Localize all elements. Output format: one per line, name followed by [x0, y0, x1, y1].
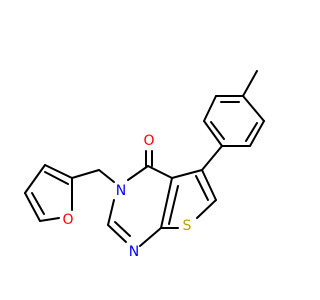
bond-n3-c4: [127, 165, 149, 181]
bond-c2-n3: [107, 199, 115, 226]
bond-furan-c5-o: [39, 217, 60, 222]
bond-furan-c2-c3: [44, 164, 73, 179]
bond-aryl-link: [201, 145, 223, 171]
bond-n1-c2: [107, 224, 127, 243]
atom-furan-oxygen: O: [62, 212, 73, 228]
atom-thiophene-sulfur: S: [183, 218, 192, 234]
bond-tolyl-2-inner: [245, 122, 258, 142]
atom-ring-nitrogen: N: [116, 183, 126, 199]
bond-furan-c3-c4: [24, 164, 46, 194]
bond-tolyl-2: [249, 120, 265, 147]
bond-tolyl-4: [203, 120, 223, 147]
bond-furan-c2-c3-inner: [44, 171, 69, 185]
molecule-structure: O N N S O: [24, 70, 265, 260]
atom-imine-nitrogen: N: [129, 244, 139, 260]
bond-n3-ch2: [98, 169, 115, 183]
bond-thio-c6-s: [196, 199, 217, 219]
bond-methyl: [242, 70, 258, 97]
bond-tolyl-5: [203, 95, 217, 122]
bond-tolyl-1: [242, 95, 265, 122]
bond-c4a-c7a-inner: [168, 185, 179, 225]
bonds: [24, 70, 265, 247]
bond-furan-c4-c5: [24, 192, 41, 222]
bond-thio-c5-c6: [201, 169, 217, 201]
bond-tolyl-4-inner: [210, 121, 225, 140]
bond-c4a-c7a: [160, 177, 173, 229]
bond-c4-c4a: [147, 165, 173, 179]
bond-furan-c4-c5-inner: [31, 192, 45, 215]
bond-thio-c5-c6-inner: [195, 175, 209, 201]
bond-ch2-furan: [71, 169, 100, 179]
atom-labels: O N N S O: [62, 133, 191, 260]
bond-thio-c4a-c5: [171, 169, 203, 179]
bond-c7a-n1: [139, 227, 162, 247]
atom-carbonyl-oxygen: O: [143, 133, 154, 149]
bond-n1-c2-inner: [114, 221, 131, 237]
